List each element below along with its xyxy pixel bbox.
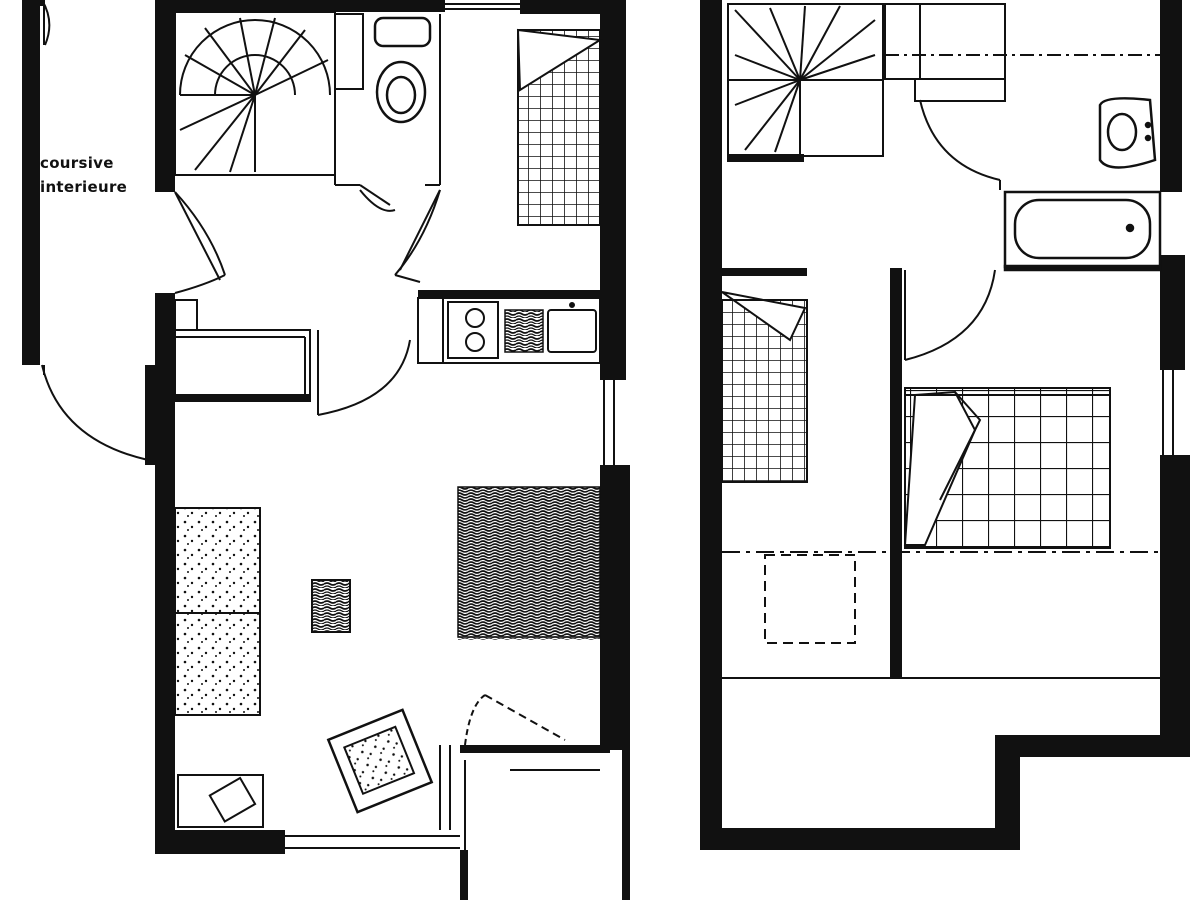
single-bed-icon [721, 268, 808, 483]
bedroom-doors [904, 269, 996, 361]
kitchen-counter [417, 290, 601, 364]
upper-floor-plan [700, 0, 1190, 850]
ground-floor-plan: coursive interieure [22, 0, 630, 900]
desk-icon [177, 774, 264, 828]
coffee-table-icon [311, 579, 351, 633]
rug-icon [457, 486, 601, 640]
dashed-lines-right [722, 551, 1160, 644]
sofa-left [174, 507, 261, 716]
spiral-staircase-right [727, 3, 884, 162]
shower-left [516, 28, 603, 226]
corridor-label-line1: coursive [40, 154, 114, 172]
storage-closet [174, 299, 311, 402]
interior-doors-left [174, 189, 441, 416]
walls-left [22, 0, 630, 900]
stove-icon [447, 301, 499, 359]
spiral-staircase-left [174, 11, 336, 176]
wc-room [334, 13, 441, 212]
drainboard-icon [504, 309, 544, 353]
bathroom-right [919, 4, 1006, 190]
washbasin-icon [1098, 97, 1157, 169]
corridor-doors [41, 0, 149, 461]
patio-door [464, 694, 600, 900]
bathtub-icon [1003, 190, 1162, 272]
sink-icon [547, 302, 597, 353]
windows-right [722, 370, 1174, 679]
armchair-icon [326, 708, 434, 814]
double-bed-icon [903, 387, 1111, 549]
upper-cupboards [884, 3, 1160, 102]
windows-left [285, 3, 615, 849]
walls-right [700, 0, 1190, 850]
corridor-label-line2: interieure [40, 178, 127, 196]
toilet-icon [373, 16, 432, 124]
